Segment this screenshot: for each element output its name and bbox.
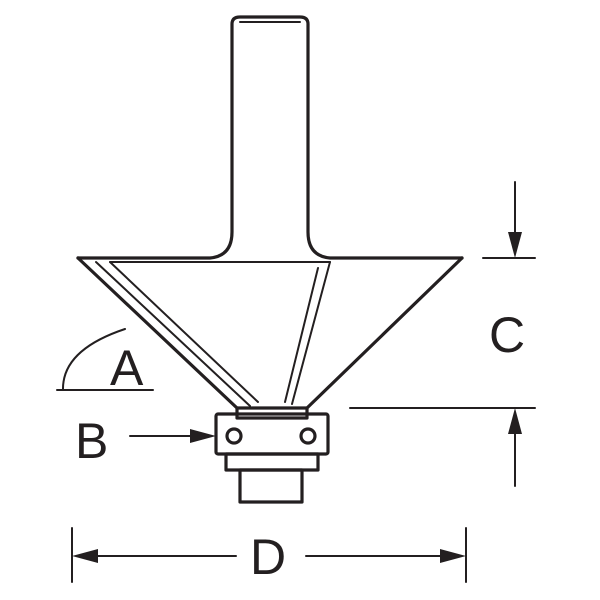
- bearing-b-pointer: B: [75, 413, 216, 469]
- bearing: [214, 406, 330, 504]
- shank: [76, 15, 464, 260]
- cutting-height-c-dimension: C: [349, 181, 536, 487]
- label-a: A: [110, 340, 144, 396]
- label-b: B: [75, 413, 108, 469]
- cutter-body: [76, 256, 464, 410]
- diameter-d-dimension: D: [71, 527, 467, 585]
- angle-a-indicator: A: [56, 328, 154, 396]
- label-c: C: [489, 307, 525, 363]
- label-d: D: [250, 529, 286, 585]
